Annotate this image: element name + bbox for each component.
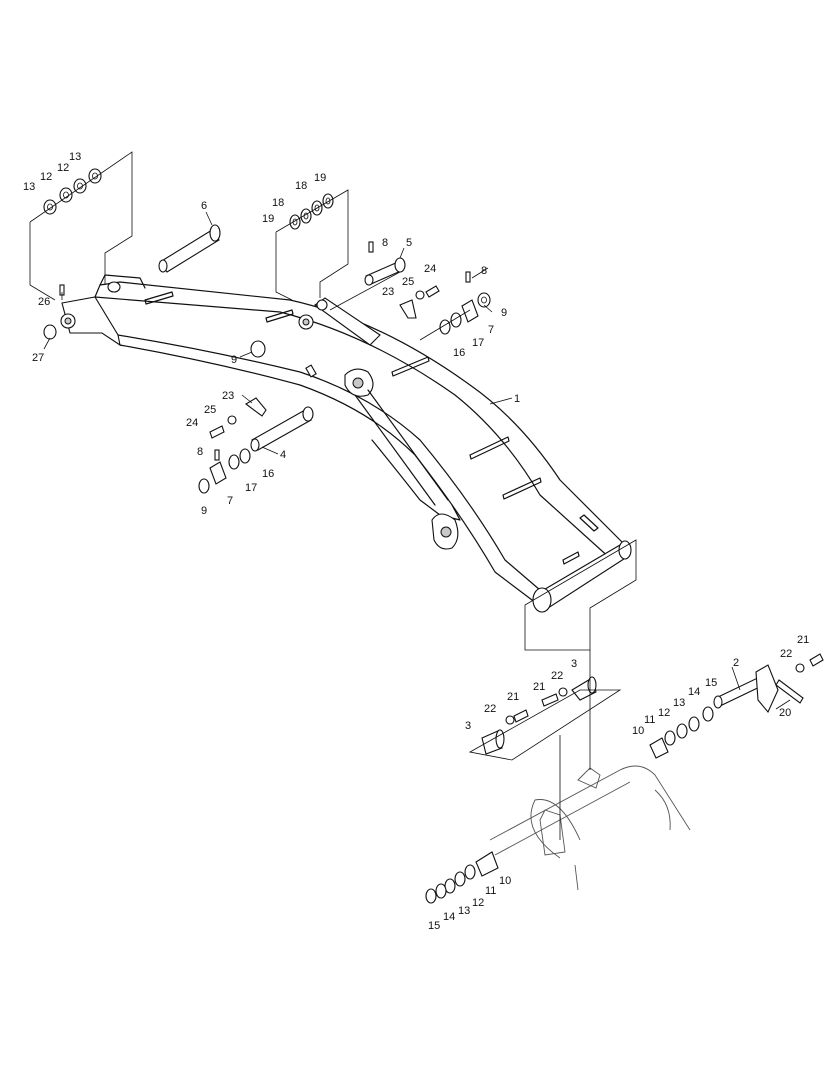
callout-7: 7 — [488, 324, 494, 336]
callout-2: 2 — [733, 657, 739, 669]
callout-12: 12 — [57, 162, 69, 174]
pin-2 — [713, 664, 779, 714]
callout-25: 25 — [402, 276, 414, 288]
callout-6: 6 — [201, 200, 207, 212]
callout-14: 14 — [688, 686, 700, 698]
callout-16: 16 — [453, 347, 465, 359]
callout-labels: 1 2 3 3 4 5 6 7 7 8 8 8 9 9 9 10 10 11 1… — [23, 151, 809, 932]
callout-9: 9 — [231, 354, 237, 366]
pin-5 — [364, 257, 406, 286]
callout-1: 1 — [514, 393, 520, 405]
callout-12: 12 — [658, 707, 670, 719]
callout-leaders — [43, 211, 791, 710]
callout-24: 24 — [424, 263, 436, 275]
callout-12: 12 — [40, 171, 52, 183]
callout-11: 11 — [644, 714, 655, 726]
callout-3: 3 — [465, 720, 471, 732]
callout-18: 18 — [272, 197, 284, 209]
callout-13: 13 — [458, 905, 470, 917]
callout-17: 17 — [245, 482, 257, 494]
hydraulic-cylinder — [354, 389, 461, 550]
callout-23: 23 — [222, 390, 234, 402]
callout-9: 9 — [201, 505, 207, 517]
callout-11: 11 — [485, 885, 496, 897]
callout-25: 25 — [204, 404, 216, 416]
callout-8: 8 — [481, 265, 487, 277]
callout-23: 23 — [382, 286, 394, 298]
callout-22: 22 — [551, 670, 563, 682]
callout-26: 26 — [38, 296, 50, 308]
callout-7: 7 — [227, 495, 233, 507]
callout-17: 17 — [472, 337, 484, 349]
callout-9: 9 — [501, 307, 507, 319]
callout-13: 13 — [69, 151, 81, 163]
callout-24: 24 — [186, 417, 198, 429]
pin-4 — [250, 406, 314, 452]
washers-top-left — [43, 168, 102, 215]
callout-12: 12 — [472, 897, 484, 909]
callout-21: 21 — [507, 691, 519, 703]
callout-8: 8 — [382, 237, 388, 249]
callout-10: 10 — [499, 875, 511, 887]
callout-3: 3 — [571, 658, 577, 670]
callout-15: 15 — [705, 677, 717, 689]
callout-5: 5 — [406, 237, 412, 249]
callout-20: 20 — [779, 707, 791, 719]
callout-15: 15 — [428, 920, 440, 932]
callout-4: 4 — [280, 449, 286, 461]
callout-18: 18 — [295, 180, 307, 192]
washers-top-center — [289, 193, 334, 230]
callout-22: 22 — [484, 703, 496, 715]
callout-19: 19 — [314, 172, 326, 184]
boom-arm — [60, 274, 632, 613]
assembly-guide-lines — [29, 151, 637, 840]
callout-19: 19 — [262, 213, 274, 225]
callout-16: 16 — [262, 468, 274, 480]
callout-13: 13 — [673, 697, 685, 709]
callout-13: 13 — [23, 181, 35, 193]
callout-8: 8 — [197, 446, 203, 458]
callout-21: 21 — [533, 681, 545, 693]
bucket-outline — [489, 765, 691, 891]
parts-left-of-boom — [43, 284, 317, 494]
callout-10: 10 — [632, 725, 644, 737]
callout-14: 14 — [443, 911, 455, 923]
pin-6 — [158, 224, 221, 273]
callout-22: 22 — [780, 648, 792, 660]
callout-27: 27 — [32, 352, 44, 364]
parts-right-of-boom — [368, 241, 491, 335]
bucket-link-parts — [425, 653, 824, 904]
callout-21: 21 — [797, 634, 809, 646]
